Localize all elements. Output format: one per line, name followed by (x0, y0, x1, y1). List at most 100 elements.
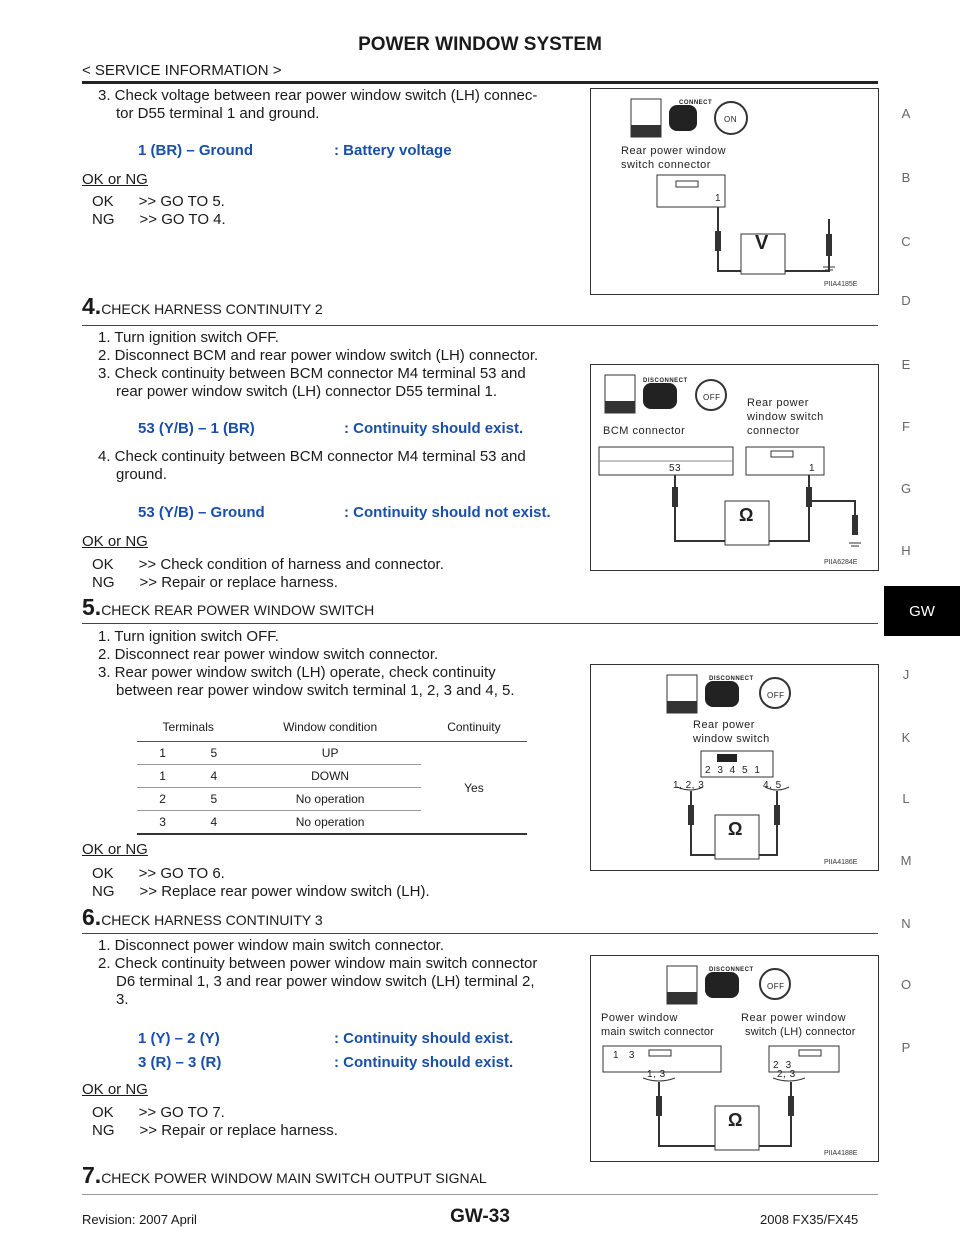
step5-heading: 5.CHECK REAR POWER WINDOW SWITCH (82, 594, 374, 621)
cell-terminal-b: 5 (188, 787, 240, 811)
fig4-label-r1: Rear power window (741, 1012, 847, 1024)
page-number: GW-33 (450, 1206, 510, 1227)
side-index-gw-active[interactable]: GW (884, 586, 960, 636)
fig3-terminals: 2 3 4 5 1 (705, 765, 762, 776)
step3-ng: NG >> GO TO 4. (92, 211, 226, 228)
fig2-label-r3: connector (747, 425, 800, 437)
fig4-label-l2: main switch connector (601, 1026, 715, 1038)
table-row: 3 4 No operation (137, 810, 527, 835)
side-index-m[interactable]: M (900, 853, 912, 868)
fig4-key-icon: OFF (767, 982, 785, 991)
footer-divider (82, 1194, 878, 1195)
step6-number: 6. (82, 904, 102, 930)
table-header-row: Terminals Window condition Continuity (137, 715, 527, 742)
fig1-label-1: Rear power window (621, 145, 727, 157)
step4-l4a: 4. Check continuity between BCM connecto… (98, 448, 526, 465)
side-index-n[interactable]: N (901, 916, 911, 931)
table-row: 2 5 No operation (137, 787, 527, 811)
side-index-p[interactable]: P (901, 1040, 911, 1055)
step4-l3a: 3. Check continuity between BCM connecto… (98, 365, 526, 382)
step6-ok-or-ng: OK or NG (82, 1081, 148, 1098)
cell-condition: No operation (239, 810, 421, 835)
step5-ok-or-ng: OK or NG (82, 841, 148, 858)
cell-condition: DOWN (239, 764, 421, 788)
fig2-label-r1: Rear power (747, 397, 809, 409)
cell-terminal-a: 2 (137, 787, 189, 811)
side-index-e[interactable]: E (901, 357, 911, 372)
step5-l1: 1. Turn ignition switch OFF. (98, 628, 279, 645)
fig2-badge: H.S. (609, 390, 625, 397)
figure-rear-switch-check: T.S. DISCONNECT OFF Rear power window sw… (590, 664, 879, 871)
figure-main-switch-continuity: H.S. DISCONNECT OFF Power window main sw… (590, 955, 879, 1162)
fig1-caption: PIIA4185E (824, 281, 858, 288)
cell-terminal-a: 1 (137, 764, 189, 788)
step5-l3b: between rear power window switch termina… (116, 682, 515, 699)
voltmeter-icon: V (755, 232, 769, 254)
continuity-table: Terminals Window condition Continuity 1 … (137, 715, 527, 835)
step4-l1: 1. Turn ignition switch OFF. (98, 329, 279, 346)
fig1-action: CONNECT (679, 100, 713, 106)
step3-ok: OK >> GO TO 5. (92, 193, 225, 210)
ohmmeter-icon: Ω (728, 819, 743, 839)
step3-ok-or-ng: OK or NG (82, 171, 148, 188)
side-index-k[interactable]: K (901, 730, 911, 745)
step6-l2b: D6 terminal 1, 3 and rear power window s… (116, 973, 535, 990)
cell-terminal-b: 4 (188, 810, 240, 835)
side-index-j[interactable]: J (902, 667, 910, 682)
step5-title: CHECK REAR POWER WINDOW SWITCH (101, 602, 375, 618)
step7-number: 7. (82, 1162, 102, 1188)
side-index-g[interactable]: G (900, 481, 912, 496)
step3-line2: tor D55 terminal 1 and ground. (116, 105, 320, 122)
header-divider (82, 81, 878, 84)
fig4-label-l1: Power window (601, 1012, 678, 1024)
fig4-right-probe: 2, 3 (777, 1069, 796, 1080)
fig4-terminals-left: 1 3 (613, 1050, 635, 1061)
model-name: 2008 FX35/FX45 (760, 1212, 859, 1227)
side-index-b[interactable]: B (901, 170, 911, 185)
step4-l2: 2. Disconnect BCM and rear power window … (98, 347, 539, 364)
table-row: 1 5 UP Yes (137, 741, 527, 835)
step6-ng: NG >> Repair or replace harness. (92, 1122, 338, 1139)
side-index-a[interactable]: A (901, 106, 911, 121)
step6-spec1-right: : Continuity should exist. (334, 1030, 514, 1047)
fig2-terminal-1: 1 (809, 463, 816, 474)
fig2-label-r2: window switch (747, 411, 824, 423)
cell-terminal-b: 4 (188, 764, 240, 788)
cell-continuity: Yes (420, 741, 527, 835)
side-index-h[interactable]: H (901, 543, 911, 558)
side-index-l[interactable]: L (902, 791, 910, 806)
step6-heading: 6.CHECK HARNESS CONTINUITY 3 (82, 904, 323, 931)
fig3-right-probe: 4, 5 (763, 780, 782, 791)
fig1-label-2: switch connector (621, 159, 711, 171)
cell-terminal-b: 5 (188, 741, 240, 765)
side-index-d[interactable]: D (901, 293, 911, 308)
fig4-label-r2: switch (LH) connector (745, 1026, 856, 1038)
step7-title: CHECK POWER WINDOW MAIN SWITCH OUTPUT SI… (101, 1170, 487, 1186)
cell-terminal-a: 1 (137, 741, 189, 765)
cell-terminal-a: 3 (137, 810, 189, 835)
step4-l4b: ground. (116, 466, 167, 483)
fig2-label-bcm: BCM connector (603, 425, 686, 437)
step5-l3a: 3. Rear power window switch (LH) operate… (98, 664, 496, 681)
step4-title: CHECK HARNESS CONTINUITY 2 (101, 301, 323, 317)
step4-spec1-right: : Continuity should exist. (344, 420, 524, 437)
col-continuity: Continuity (420, 715, 527, 742)
fig3-label-2: window switch (693, 733, 770, 745)
fig4-left-probe: 1, 3 (647, 1069, 666, 1080)
step4-ng: NG >> Repair or replace harness. (92, 574, 338, 591)
side-index-f[interactable]: F (902, 419, 910, 434)
step3-line1: 3. Check voltage between rear power wind… (98, 87, 538, 104)
col-window-condition: Window condition (239, 715, 421, 742)
step4-spec2-left: 53 (Y/B) – Ground (138, 504, 265, 521)
side-index-c[interactable]: C (901, 234, 911, 249)
step5-ok: OK >> GO TO 6. (92, 865, 225, 882)
fig4-badge: H.S. (671, 979, 687, 986)
fig1-key-icon: ON (724, 115, 737, 124)
side-index-o[interactable]: O (900, 977, 912, 992)
ohmmeter-icon: Ω (739, 505, 754, 525)
step6-spec2-right: : Continuity should exist. (334, 1054, 514, 1071)
step6-spec1-left: 1 (Y) – 2 (Y) (138, 1030, 220, 1047)
fig2-action: DISCONNECT (643, 378, 688, 384)
step3-spec-right: : Battery voltage (334, 142, 452, 159)
step5-ng: NG >> Replace rear power window switch (… (92, 883, 430, 900)
